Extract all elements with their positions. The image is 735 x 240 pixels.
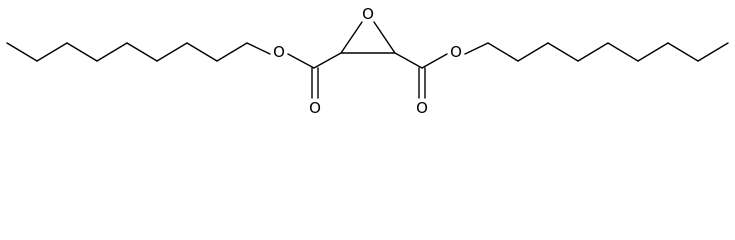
left-octyl-chain <box>6 42 271 62</box>
right-octyl-chain <box>464 42 729 62</box>
left-carbonyl-oxygen-label: O <box>309 99 321 117</box>
epoxide-oxygen-label: O <box>362 5 374 23</box>
right-ester-oxygen-label: O <box>450 43 462 61</box>
structure-diagram: O O O O O <box>6 5 729 117</box>
left-ester-group <box>287 52 342 99</box>
right-ester-group <box>394 52 448 99</box>
right-carbonyl-oxygen-label: O <box>416 99 428 117</box>
epoxide-ring <box>340 21 396 54</box>
left-ester-oxygen-label: O <box>273 43 285 61</box>
